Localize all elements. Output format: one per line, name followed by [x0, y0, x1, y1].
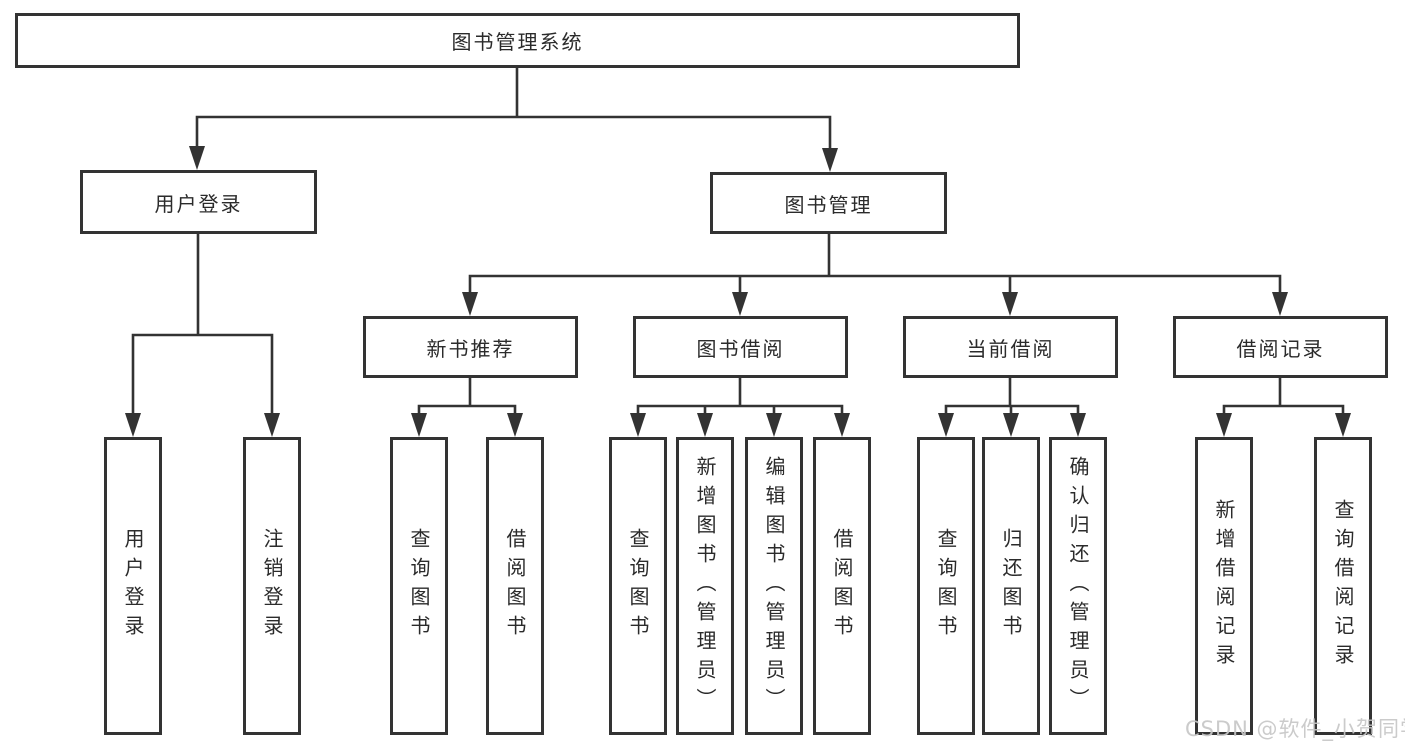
leaf-add-books-admin: 新增图书（管理员） — [676, 437, 734, 735]
leaf-label: 借阅图书 — [830, 528, 854, 644]
node-new-book-recommendation: 新书推荐 — [363, 316, 578, 378]
node-borrowing-records: 借阅记录 — [1173, 316, 1388, 378]
node-label: 当前借阅 — [966, 336, 1055, 361]
node-library-management-system: 图书管理系统 — [15, 13, 1020, 68]
leaf-query-borrow-record: 查询借阅记录 — [1314, 437, 1372, 735]
node-label: 图书管理系统 — [451, 30, 584, 54]
leaf-label: 查询借阅记录 — [1331, 499, 1355, 673]
leaf-label: 确认归还（管理员） — [1066, 455, 1090, 717]
node-book-management: 图书管理 — [710, 172, 947, 234]
node-current-borrowing: 当前借阅 — [903, 316, 1118, 378]
leaf-label: 查询图书 — [407, 528, 431, 644]
csdn-watermark: CSDN @软件_小贺同学 — [1185, 717, 1405, 741]
leaf-label: 查询图书 — [934, 528, 958, 644]
leaf-label: 用户登录 — [121, 528, 145, 644]
leaf-label: 查询图书 — [626, 528, 650, 644]
leaf-add-borrow-record: 新增借阅记录 — [1195, 437, 1253, 735]
leaf-query-books-borrow: 查询图书 — [609, 437, 667, 735]
leaf-query-books-newbook: 查询图书 — [390, 437, 448, 735]
node-label: 新书推荐 — [426, 336, 515, 361]
node-label: 用户登录 — [154, 191, 243, 216]
leaf-confirm-return-admin: 确认归还（管理员） — [1049, 437, 1107, 735]
node-label: 图书借阅 — [696, 336, 785, 361]
leaf-label: 归还图书 — [999, 528, 1023, 644]
leaf-label: 借阅图书 — [503, 528, 527, 644]
leaf-borrow-books-borrow: 借阅图书 — [813, 437, 871, 735]
leaf-query-books-current: 查询图书 — [917, 437, 975, 735]
leaf-label: 新增图书（管理员） — [693, 455, 717, 717]
node-user-login: 用户登录 — [80, 170, 317, 234]
leaf-label: 新增借阅记录 — [1212, 499, 1236, 673]
leaf-logout-login: 注销登录 — [243, 437, 301, 735]
node-label: 借阅记录 — [1236, 336, 1325, 361]
leaf-user-login: 用户登录 — [104, 437, 162, 735]
leaf-edit-books-admin: 编辑图书（管理员） — [745, 437, 803, 735]
leaf-label: 编辑图书（管理员） — [762, 455, 786, 717]
leaf-return-books: 归还图书 — [982, 437, 1040, 735]
leaf-borrow-books-newbook: 借阅图书 — [486, 437, 544, 735]
leaf-label: 注销登录 — [260, 528, 284, 644]
node-label: 图书管理 — [784, 192, 873, 217]
node-book-borrowing: 图书借阅 — [633, 316, 848, 378]
